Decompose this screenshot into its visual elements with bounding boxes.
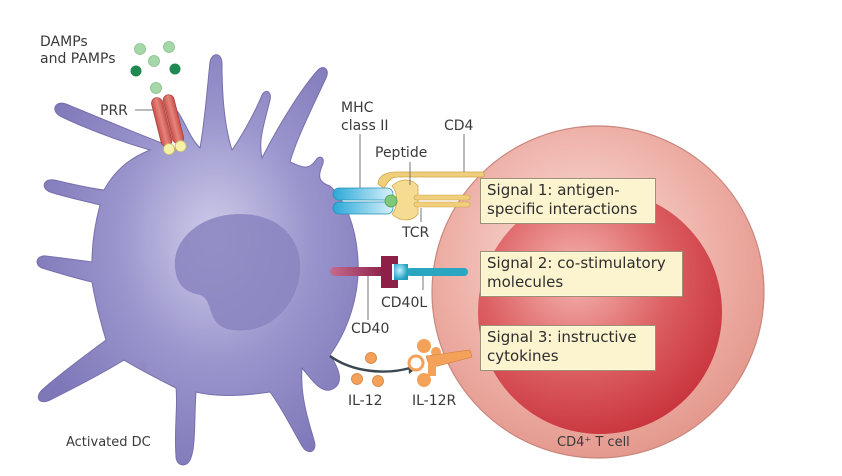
mhc-class-ii bbox=[332, 187, 394, 215]
prr-receptor bbox=[151, 94, 187, 156]
signal-3-line2: cytokines bbox=[487, 347, 559, 365]
secretion-arrow bbox=[329, 355, 411, 373]
damp-particle bbox=[169, 63, 181, 75]
cd40l-label: CD40L bbox=[381, 295, 427, 311]
damp-particle bbox=[148, 55, 160, 67]
damp-particle bbox=[134, 43, 146, 55]
damps-label-line2: and PAMPs bbox=[40, 51, 115, 67]
tcr-label: TCR bbox=[401, 225, 430, 241]
cd40-label: CD40 bbox=[351, 321, 389, 337]
cd40 bbox=[330, 256, 398, 288]
signal-2-box: Signal 2: co-stimulatory molecules bbox=[480, 251, 683, 297]
cd4-label: CD4 bbox=[444, 118, 474, 134]
signal-1-box: Signal 1: antigen- specific interactions bbox=[480, 178, 656, 224]
il12-cytokines bbox=[351, 352, 384, 387]
t-cell-label: CD4⁺ T cell bbox=[557, 435, 630, 450]
dc-protrusion bbox=[140, 362, 147, 370]
il12-receptor bbox=[407, 339, 473, 387]
damp-particle bbox=[163, 41, 175, 53]
damps-pamps bbox=[130, 41, 181, 94]
cd40l bbox=[394, 264, 468, 280]
signal-3-box: Signal 3: instructive cytokines bbox=[480, 325, 656, 371]
activated-dc-label: Activated DC bbox=[66, 435, 151, 450]
damp-particle bbox=[130, 65, 142, 77]
mhc-label-line1: MHC bbox=[341, 100, 374, 116]
prr-label: PRR bbox=[100, 103, 128, 119]
signal-3-line1: Signal 3: instructive bbox=[487, 328, 637, 346]
signal-1-line2: specific interactions bbox=[487, 200, 638, 218]
damps-label-line1: DAMPs bbox=[40, 34, 88, 50]
peptide bbox=[384, 194, 398, 208]
mhc-label-line2: class II bbox=[341, 118, 388, 134]
peptide-label: Peptide bbox=[375, 145, 427, 161]
il12-label: IL-12 bbox=[348, 393, 383, 409]
il12r-label: IL-12R bbox=[412, 393, 457, 409]
cd4-coreceptor bbox=[377, 171, 485, 189]
t-cell-nucleus bbox=[478, 190, 722, 434]
damp-particle bbox=[150, 82, 162, 94]
tcr-receptor bbox=[391, 179, 471, 221]
dendritic-cell bbox=[36, 54, 359, 466]
dc-nucleus bbox=[174, 214, 301, 331]
signal-2-line1: Signal 2: co-stimulatory bbox=[487, 254, 666, 272]
signal-1-line1: Signal 1: antigen- bbox=[487, 181, 620, 199]
signal-2-line2: molecules bbox=[487, 273, 564, 291]
